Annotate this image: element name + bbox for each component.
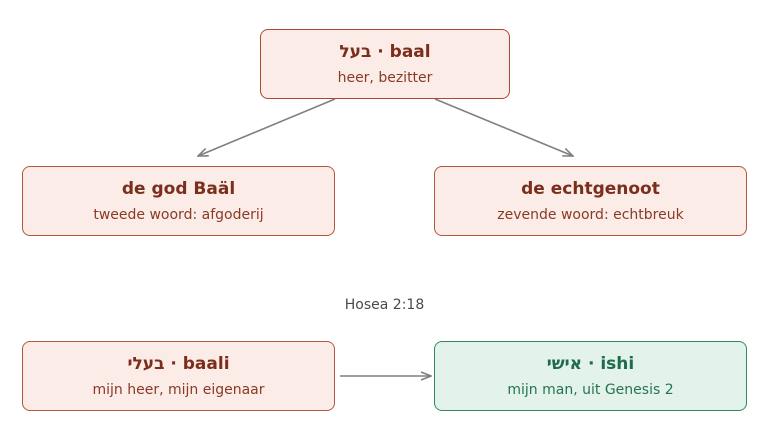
node-god-baal-title: de god Baäl <box>121 178 236 199</box>
node-baali-title: בעלי · baali <box>127 353 230 374</box>
node-baali-subtitle: mijn heer, mijn eigenaar <box>92 381 265 398</box>
edge-baal-to-echtgenoot <box>434 98 573 156</box>
node-echtgenoot: de echtgenoot zevende woord: echtbreuk <box>434 166 747 236</box>
node-baal-subtitle: heer, bezitter <box>337 69 433 86</box>
node-ishi-title: אישי · ishi <box>546 353 635 374</box>
node-god-baal: de god Baäl tweede woord: afgoderij <box>22 166 335 236</box>
edge-baal-to-god <box>198 98 336 156</box>
node-baal-title: בעל · baal <box>339 41 431 62</box>
caption-hosea: Hosea 2:18 <box>344 297 425 313</box>
node-ishi-subtitle: mijn man, uit Genesis 2 <box>507 381 674 398</box>
node-baali: בעלי · baali mijn heer, mijn eigenaar <box>22 341 335 411</box>
node-baal: בעל · baal heer, bezitter <box>260 29 510 99</box>
node-god-baal-subtitle: tweede woord: afgoderij <box>93 206 264 223</box>
node-echtgenoot-title: de echtgenoot <box>521 178 660 199</box>
node-ishi: אישי · ishi mijn man, uit Genesis 2 <box>434 341 747 411</box>
node-echtgenoot-subtitle: zevende woord: echtbreuk <box>497 206 684 223</box>
